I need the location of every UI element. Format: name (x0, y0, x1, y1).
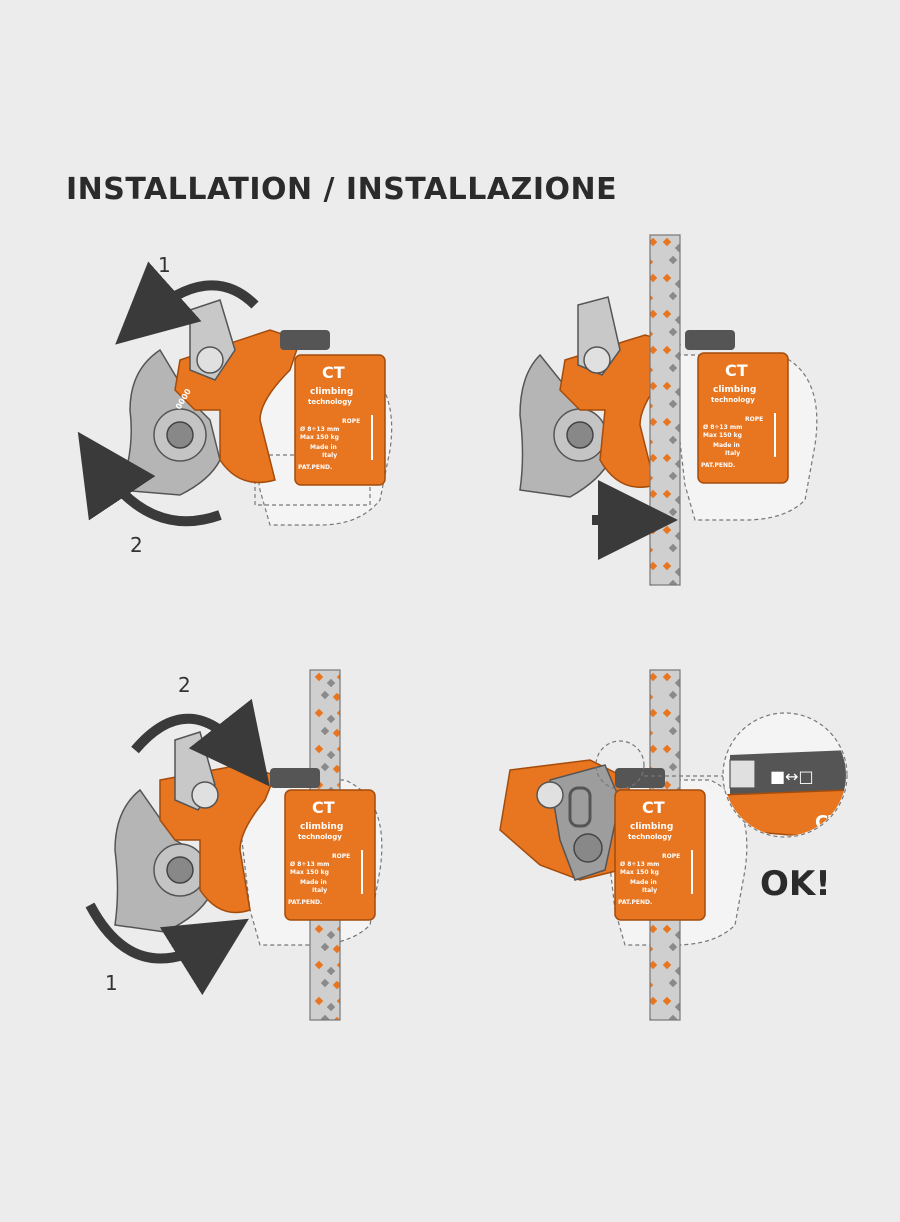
rope-label: ROPE (342, 418, 360, 425)
step-d-panel: CT climbing technology ROPE Ø 8÷13 mm Ma… (480, 669, 900, 1090)
patent-label: PAT.PEND. (298, 464, 332, 471)
patent-label: PAT.PEND. (288, 899, 322, 906)
step-d-diagram: CT climbing technology ROPE Ø 8÷13 mm Ma… (499, 669, 848, 1021)
made-in-label: Made in (300, 879, 327, 886)
made-in-label: Made in (630, 879, 657, 886)
ct-logo: CT (312, 798, 335, 817)
step-number-1: 1 (158, 253, 171, 277)
max-load-label: Max 150 kg (620, 869, 659, 876)
patent-label: PAT.PEND. (701, 462, 735, 469)
label-plate (697, 352, 789, 484)
step-c-panel: CT climbing technology ROPE Ø 8÷13 mm Ma… (60, 669, 480, 1090)
zoom-ct-logo: CT (815, 812, 841, 833)
cam-body (549, 764, 621, 881)
brand-label: climbing (300, 822, 343, 832)
max-load-label: Max 150 kg (290, 869, 329, 876)
step-c-diagram: CT climbing technology ROPE Ø 8÷13 mm Ma… (85, 669, 383, 1021)
brand-sub-label: technology (298, 833, 342, 841)
page-title: INSTALLATION / INSTALLAZIONE (66, 172, 618, 207)
diameter-label: Ø 8÷13 mm (290, 861, 329, 868)
rotate-arrow-1 (85, 902, 249, 996)
country-label: Italy (725, 450, 740, 457)
label-plate (284, 789, 376, 921)
rope-label: ROPE (332, 853, 350, 860)
ok-label: OK! (760, 864, 831, 904)
country-label: Italy (642, 887, 657, 894)
diameter-label: Ø 8÷13 mm (703, 424, 742, 431)
brand-label: climbing (630, 822, 673, 832)
rotate-arrow-2 (131, 698, 270, 787)
label-plate (294, 354, 386, 486)
country-label: Italy (322, 452, 337, 459)
rotate-arrow-2 (77, 431, 222, 527)
ct-logo: CT (322, 363, 345, 382)
patent-label: PAT.PEND. (618, 899, 652, 906)
country-label: Italy (312, 887, 327, 894)
diameter-label: Ø 8÷13 mm (620, 861, 659, 868)
ct-logo: CT (725, 361, 748, 380)
ct-logo: CT (642, 798, 665, 817)
max-load-label: Max 150 kg (703, 432, 742, 439)
step-number-2: 2 (130, 533, 143, 557)
step-number-2: 2 (178, 673, 191, 697)
label-plate (614, 789, 706, 921)
brand-label: climbing (310, 387, 353, 397)
made-in-label: Made in (713, 442, 740, 449)
diameter-label: Ø 8÷13 mm (300, 426, 339, 433)
step-b-panel: CT climbing technology ROPE Ø 8÷13 mm Ma… (480, 234, 900, 655)
step-a-panel: CT climbing technology ROPE Ø 8÷13 mm Ma… (60, 250, 480, 670)
brand-sub-label: technology (711, 396, 755, 404)
rope-label: ROPE (745, 416, 763, 423)
brand-label: climbing (713, 385, 756, 395)
brand-sub-label: technology (628, 833, 672, 841)
lock-icon: ■↔□ (770, 767, 814, 786)
step-number-1: 1 (105, 971, 118, 995)
made-in-label: Made in (310, 444, 337, 451)
rope (649, 234, 681, 586)
brand-sub-label: technology (308, 398, 352, 406)
step-b-diagram: CT climbing technology ROPE Ø 8÷13 mm Ma… (519, 234, 818, 586)
rotate-arrow-1 (115, 261, 259, 345)
rope-label: ROPE (662, 853, 680, 860)
step-a-diagram: CT climbing technology ROPE Ø 8÷13 mm Ma… (77, 253, 393, 557)
max-load-label: Max 150 kg (300, 434, 339, 441)
